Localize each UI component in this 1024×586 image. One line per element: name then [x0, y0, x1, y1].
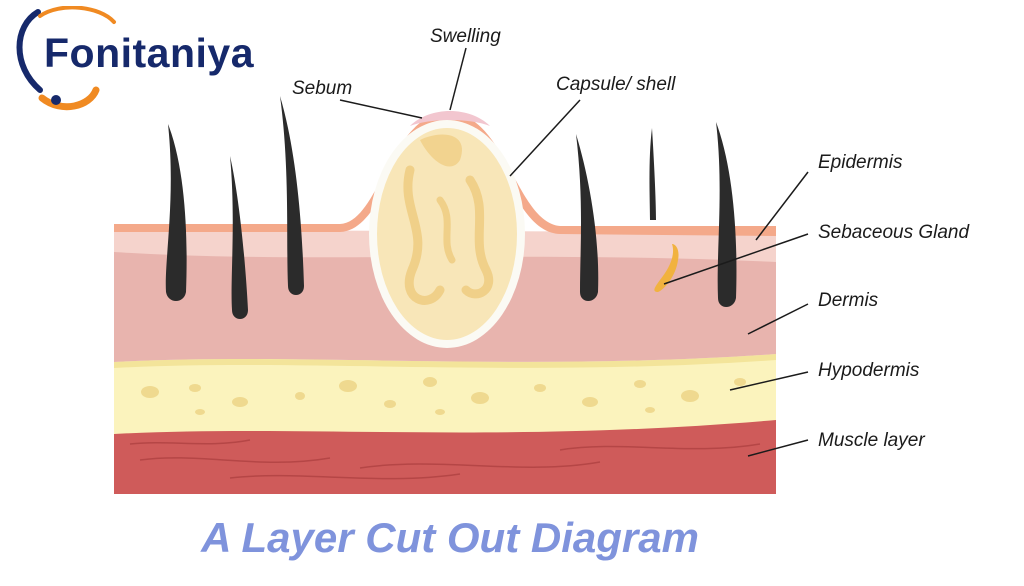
label-sebaceous-gland: Sebaceous Gland: [818, 222, 970, 243]
label-epidermis: Epidermis: [818, 152, 903, 173]
hair-follicle: [576, 134, 599, 301]
sebaceous-gland: [654, 244, 679, 292]
hair-follicle: [649, 128, 656, 220]
hair-follicle: [165, 124, 187, 301]
brand-logo: Fonitaniya: [10, 5, 270, 116]
diagram-caption: A Layer Cut Out Diagram: [201, 514, 699, 561]
label-hypodermis: Hypodermis: [818, 360, 920, 381]
label-swelling: Swelling: [430, 26, 501, 47]
label-dermis: Dermis: [818, 290, 879, 311]
hypodermis-layer: [114, 354, 776, 434]
label-muscle-layer: Muscle layer: [818, 430, 925, 451]
hair-follicle: [280, 96, 304, 295]
muscle-layer: [114, 416, 776, 494]
brand-name: Fonitaniya: [44, 30, 255, 76]
hair-follicle: [716, 122, 737, 307]
hair-follicle: [230, 156, 248, 319]
label-capsule: Capsule/ shell: [556, 74, 676, 95]
label-sebum: Sebum: [292, 78, 353, 99]
logo-swoosh-icon: [16, 5, 116, 111]
